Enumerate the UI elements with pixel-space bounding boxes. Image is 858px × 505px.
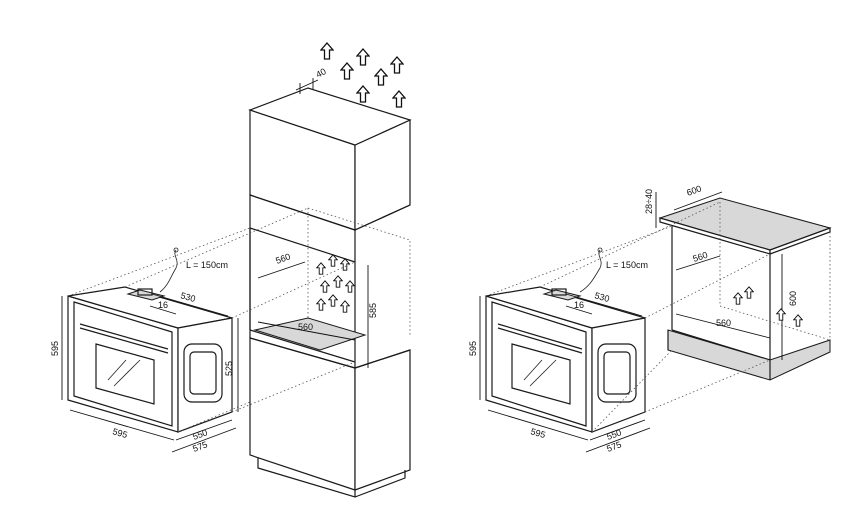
worktop-dimensions: 600 28÷40 [644, 183, 723, 228]
ventilation-arrows-cavity [316, 254, 355, 313]
projection-lines-right [485, 201, 771, 433]
cavity-width-label: 560 [298, 322, 313, 332]
cavity-depth-label-right: 560 [692, 250, 709, 264]
depth-outer-label: 575 [191, 439, 209, 454]
oven-height-label-right: 595 [468, 341, 478, 356]
under-counter-cabinet [658, 197, 832, 381]
oven-width-label: 595 [111, 426, 128, 440]
depth-inner-label-right: 550 [605, 427, 623, 442]
worktop-gap-label: 28÷40 [644, 189, 654, 214]
cavity-height-label-right: 600 [788, 291, 798, 306]
cavity-dimensions-right: 560 560 600 [675, 250, 798, 360]
top-offset-label: 16 [158, 300, 168, 310]
cavity-height-label: 585 [368, 303, 378, 318]
top-offset-label-right: 16 [574, 300, 584, 310]
top-gap-dimension: 40 [295, 66, 328, 94]
oven-width-label-right: 595 [529, 426, 546, 440]
oven-dimensions-right: 595 595 530 16 550 575 [468, 290, 651, 454]
cavity-width-label-right: 560 [716, 318, 731, 328]
cable-length-label-right: L = 150cm [606, 260, 648, 270]
oven-right [485, 247, 646, 433]
cable-length-label-left: L = 150cm [186, 260, 228, 270]
oven-height-label: 595 [50, 341, 60, 356]
cavity-depth-label: 560 [274, 251, 292, 266]
top-depth-label: 530 [179, 290, 196, 304]
side-height-label: 525 [224, 361, 234, 376]
top-gap-label: 40 [314, 66, 328, 80]
cavity-dimensions-left: 560 560 585 [257, 251, 378, 368]
tall-cabinet [248, 87, 412, 498]
top-depth-label-right: 530 [593, 290, 610, 304]
depth-outer-label-right: 575 [605, 439, 623, 454]
oven-left [67, 247, 233, 433]
oven-dimensions-left: 595 595 530 16 525 550 575 [50, 290, 239, 454]
depth-inner-label: 550 [191, 427, 209, 442]
worktop-depth-label: 600 [685, 183, 703, 198]
